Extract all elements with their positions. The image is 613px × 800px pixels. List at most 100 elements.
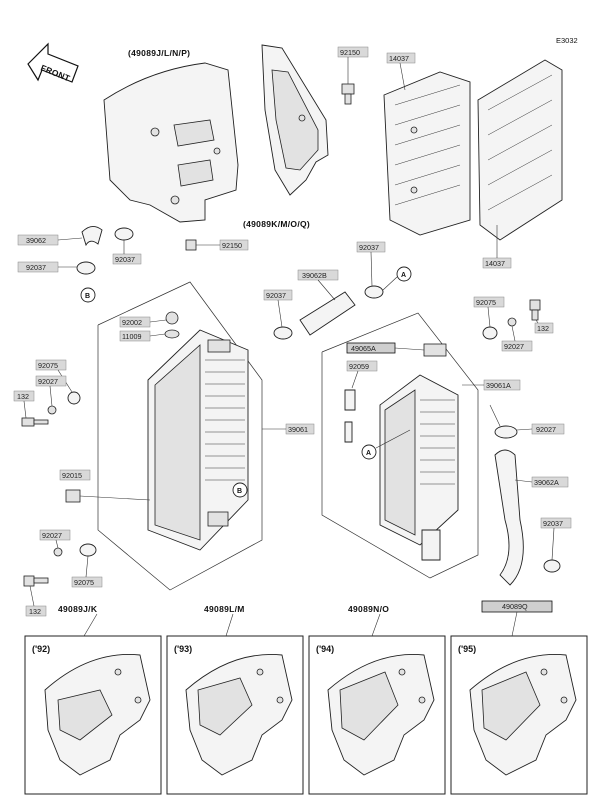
boxed-label-49065a: 49065A [351, 344, 376, 353]
year-label-94: ('94) [316, 644, 334, 654]
part-label-39062: 39062 [26, 236, 46, 245]
callout-a-right-icon [361, 444, 377, 460]
group-label-49089kmoq: (49089K/M/O/Q) [243, 219, 310, 229]
part-label-92150-top: 92150 [340, 48, 360, 57]
callout-b-radiator: B [237, 488, 242, 495]
tube-92059b-part [344, 421, 353, 443]
front-arrow-icon [27, 42, 79, 83]
tag-bg [35, 359, 67, 371]
radiator-left-part [147, 329, 249, 551]
collar-92027-c-icon [507, 317, 517, 327]
part-label-92150-bottom: 92150 [222, 241, 242, 250]
tag-bg [112, 253, 142, 265]
clamp-92037-d-icon [273, 326, 293, 340]
tag-bg [39, 529, 71, 541]
part-label-92037-c: 92037 [359, 243, 379, 252]
bolt-132-b-icon [23, 575, 49, 587]
part-label-92037-e: 92037 [543, 519, 563, 528]
part-label-92002: 92002 [122, 318, 142, 327]
hose-39062b-part [299, 291, 356, 336]
clamp-92037-b-icon [114, 227, 134, 241]
grommet-92075-b-icon [79, 543, 97, 557]
shroud-right-part [103, 62, 239, 223]
cap-92002-icon [165, 311, 179, 325]
radiator-louver-left-part [383, 71, 471, 236]
group-label-49089no: 49089N/O [348, 604, 389, 614]
part-label-39062b: 39062B [302, 271, 327, 280]
part-label-39061: 39061 [288, 425, 308, 434]
part-label-132-a: 132 [17, 392, 29, 401]
callout-b-left: B [85, 293, 90, 300]
group-label-49089lm: 49089L/M [204, 604, 245, 614]
collar-92027-b-icon [53, 547, 63, 557]
part-label-14037-top: 14037 [389, 54, 409, 63]
bolt-92150-bottom-icon [185, 239, 197, 251]
part-label-92037-b: 92037 [115, 255, 135, 264]
callout-a-right: A [366, 450, 371, 457]
tag-bg [25, 605, 47, 617]
tag-bg [386, 52, 416, 64]
group-label-49089jlnp: (49089J/L/N/P) [128, 48, 190, 58]
right-radiator-frame [321, 312, 479, 579]
part-label-92027-d: 92027 [536, 425, 556, 434]
part-label-92027-b: 92027 [42, 531, 62, 540]
radiator-louver-right-part [477, 59, 563, 241]
tag-bg [540, 517, 572, 529]
tag-bg [473, 296, 505, 308]
diagram-code: E3032 [556, 36, 578, 45]
hose-39062a-part [494, 449, 524, 586]
bolt-132-a-icon [21, 417, 49, 427]
clamp-92037-e-icon [543, 559, 561, 573]
tag-bg [59, 469, 91, 481]
part-label-92059: 92059 [349, 362, 369, 371]
collar-92027-a-icon [47, 405, 57, 415]
tag-bg [35, 375, 67, 387]
seal-11009-icon [164, 329, 180, 339]
radiator-right-part [379, 374, 459, 561]
part-label-39061a: 39061A [486, 381, 511, 390]
part-label-14037-bottom: 14037 [485, 259, 505, 268]
clip-92015-icon [65, 489, 81, 503]
part-label-39062a: 39062A [534, 478, 559, 487]
year-label-93: ('93) [174, 644, 192, 654]
shroud-left-part [261, 44, 329, 196]
callout-b-left-icon [80, 287, 96, 303]
shroud-1994-part [327, 654, 435, 776]
year-label-92: ('92) [32, 644, 50, 654]
clamp-92037-a-icon [76, 261, 96, 275]
tag-bg [501, 340, 533, 352]
clamp-92037-c-icon [364, 285, 384, 299]
hose-39062-part [81, 226, 103, 247]
callout-a-top-icon [396, 266, 412, 282]
grommet-92075-a-icon [67, 391, 81, 405]
part-label-92027-c: 92027 [504, 342, 524, 351]
tag-bg [346, 360, 378, 372]
tag-bg [71, 576, 103, 588]
part-label-132-c: 132 [537, 324, 549, 333]
boxed-label-49089q: 49089Q [502, 602, 528, 611]
clamp-92027-d-icon [494, 425, 518, 439]
year-label-95: ('95) [458, 644, 476, 654]
part-label-92075-a: 92075 [38, 361, 58, 370]
part-label-92075-b: 92075 [74, 578, 94, 587]
part-label-11009: 11009 [122, 332, 141, 341]
left-radiator-frame [97, 281, 263, 591]
shroud-1995-part [469, 654, 577, 776]
bolt-92150-top-icon [341, 83, 355, 105]
part-label-92027-a: 92027 [38, 377, 58, 386]
part-label-132-b: 132 [29, 607, 41, 616]
tube-92059-part [344, 389, 356, 411]
part-label-92075-c: 92075 [476, 298, 496, 307]
group-label-49089jk: 49089J/K [58, 604, 98, 614]
cap-kit-49065a-icon [423, 343, 447, 357]
callout-a-top: A [401, 272, 406, 279]
bolt-132-c-icon [529, 299, 541, 321]
shroud-1993-part [185, 654, 293, 776]
tag-bg [534, 322, 554, 334]
part-label-92037-a: 92037 [26, 263, 46, 272]
part-label-92015: 92015 [62, 471, 82, 480]
grommet-92075-c-icon [482, 326, 498, 340]
tag-bg [337, 46, 369, 58]
part-label-92037-d: 92037 [266, 291, 286, 300]
